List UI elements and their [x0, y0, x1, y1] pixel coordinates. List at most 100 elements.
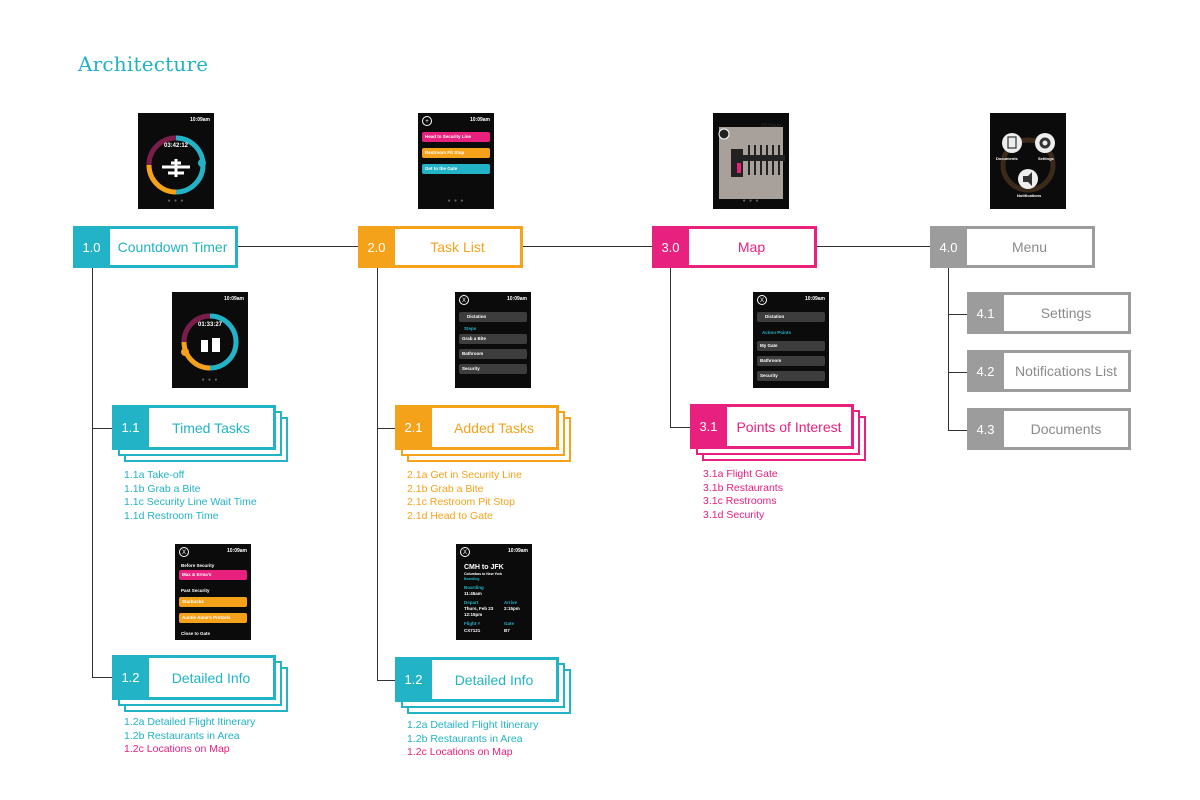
node-settings: 4.1 Settings: [967, 292, 1131, 334]
node-number: 2.0: [358, 226, 395, 268]
node-notifications-list: 4.2 Notifications List: [967, 350, 1131, 392]
city-text: Columbus to New York: [464, 572, 502, 576]
gate-value: B7: [504, 628, 510, 633]
subitem: 2.1c Restroom Pit Stop: [407, 496, 515, 508]
node-number: 2.1: [395, 405, 432, 450]
dictation-row: Dictation: [757, 312, 825, 322]
boarding-time: 11:45am: [464, 591, 482, 596]
airport-map-icon: [718, 127, 785, 199]
subitem: 1.2b Restaurants in Area: [124, 729, 240, 742]
close-icon: X: [757, 295, 767, 305]
node-label: Notifications List: [1004, 350, 1131, 392]
subitem: 1.2c Locations on Map: [407, 746, 513, 758]
countdown-text: 03:42:12: [163, 143, 189, 149]
section-header: Before Security: [181, 563, 215, 568]
depart-date: Thurs, Feb 23: [464, 606, 494, 611]
subitem: 3.1a Flight Gate: [703, 468, 778, 480]
screen-timed-tasks: 10:09am 01:33:27 ● ● ●: [172, 292, 248, 388]
connector-col2: [377, 268, 378, 680]
screen-map: 10:09am ● ● ●: [713, 113, 789, 209]
subitem: 3.1d Security: [703, 508, 765, 521]
node-label: Documents: [1004, 408, 1131, 450]
flight-number: CX7121: [464, 628, 481, 633]
node-number: 3.0: [652, 226, 689, 268]
subitem: 1.2a Detailed Flight Itinerary: [407, 719, 539, 731]
subitems-detailed-info-1: 1.2a Detailed Flight Itinerary 1.2b Rest…: [124, 716, 255, 757]
close-icon: X: [460, 547, 470, 557]
node-map: 3.0 Map: [652, 226, 817, 268]
arrive-label: Arrive: [504, 600, 518, 605]
task-row: Get to the Gate: [422, 164, 490, 174]
subitem: 1.1d Restroom Time: [124, 509, 219, 522]
point-row: My Gate: [757, 341, 825, 351]
point-row: Security: [757, 371, 825, 381]
connector-col4: [948, 268, 949, 430]
countdown-text: 01:33:27: [197, 322, 223, 328]
node-number: 1.1: [112, 405, 149, 450]
subitems-timed-tasks: 1.1a Take-off 1.1b Grab a Bite 1.1c Secu…: [124, 469, 257, 523]
page-dots: ● ● ●: [167, 198, 185, 204]
subitems-points-of-interest: 3.1a Flight Gate 3.1b Restaurants 3.1c R…: [703, 468, 783, 522]
countdown-ring-icon: [146, 135, 206, 195]
node-label: Added Tasks: [432, 405, 559, 450]
node-number: 4.1: [967, 292, 1004, 334]
connector-1-1: [92, 428, 112, 429]
connector-2-1: [377, 428, 395, 429]
close-icon: X: [179, 547, 189, 557]
node-label: Timed Tasks: [149, 405, 276, 450]
menu-item-label: Documents: [996, 156, 1018, 161]
subitem: 2.1d Head to Gate: [407, 509, 493, 522]
node-number: 1.0: [73, 226, 110, 268]
step-row: Grab a Bite: [459, 334, 527, 344]
screen-detailed-info-flight: X 10:09am CMH to JFK Columbus to New Yor…: [456, 544, 532, 640]
dictation-row: Dictation: [459, 312, 527, 322]
subitem: 3.1c Restrooms: [703, 495, 777, 507]
subitems-detailed-info-2: 1.2a Detailed Flight Itinerary 1.2b Rest…: [407, 719, 538, 760]
clock-text: 10:09am: [189, 117, 210, 123]
connector-main: [236, 246, 930, 247]
task-row: Restroom Pit Stop: [422, 148, 490, 158]
node-label: Menu: [967, 226, 1095, 268]
node-detailed-info-1: 1.2 Detailed Info: [112, 655, 288, 712]
subitem: 1.2b Restaurants in Area: [407, 732, 523, 745]
clock-text: 10:09am: [223, 296, 244, 302]
subitem: 1.2a Detailed Flight Itinerary: [124, 716, 256, 728]
node-label: Detailed Info: [432, 657, 559, 702]
clock-text: 10:09am: [506, 296, 527, 302]
node-label: Map: [689, 226, 817, 268]
node-documents: 4.3 Documents: [967, 408, 1131, 450]
node-number: 1.2: [395, 657, 432, 702]
page-title: Architecture: [78, 52, 209, 76]
restaurant-row: Auntie Anne's Pretzels: [179, 613, 247, 623]
node-label: Countdown Timer: [110, 226, 238, 268]
node-label: Settings: [1004, 292, 1131, 334]
page-dots: ● ● ●: [201, 377, 219, 383]
connector-col3: [670, 268, 671, 428]
clock-text: 10:09am: [469, 117, 490, 123]
node-label: Detailed Info: [149, 655, 276, 700]
screen-task-list: + 10:09am Head to Security Line Restroom…: [418, 113, 494, 209]
node-menu: 4.0 Menu: [930, 226, 1095, 268]
node-detailed-info-2: 1.2 Detailed Info: [395, 657, 571, 714]
node-number: 3.1: [690, 404, 727, 449]
node-points-of-interest: 3.1 Points of Interest: [690, 404, 866, 461]
node-timed-tasks: 1.1 Timed Tasks: [112, 405, 288, 462]
subitem: 1.1b Grab a Bite: [124, 482, 201, 495]
node-label: Points of Interest: [727, 404, 854, 449]
restaurant-row: Max & Erma's: [179, 570, 247, 580]
clock-text: 10:09am: [507, 548, 528, 554]
gate-label: Gate: [504, 621, 515, 626]
node-number: 4.2: [967, 350, 1004, 392]
connector-4-1: [948, 314, 968, 315]
route-text: CMH to JFK: [464, 564, 504, 571]
node-number: 4.0: [930, 226, 967, 268]
section-header: Past Security: [181, 588, 210, 593]
boarding-label: Boarding: [464, 585, 484, 590]
arrive-time: 2:15pm: [504, 606, 520, 611]
node-label: Task List: [395, 226, 523, 268]
subitem: 1.1a Take-off: [124, 469, 185, 481]
depart-label: Depart: [464, 600, 479, 605]
status-text: Boarding: [464, 577, 480, 581]
section-header: Close to Gate: [181, 631, 211, 636]
point-row: Bathroom: [757, 356, 825, 366]
